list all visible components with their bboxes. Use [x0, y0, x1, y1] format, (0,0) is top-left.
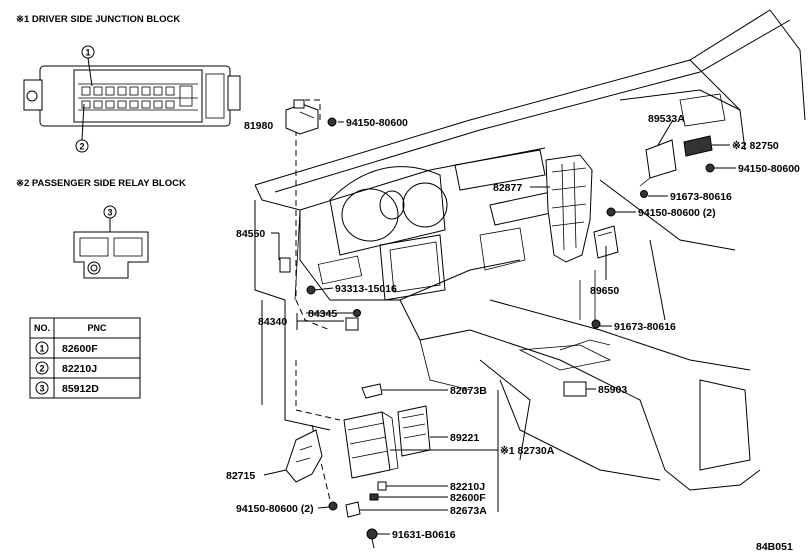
svg-text:3: 3 — [107, 208, 112, 218]
part-82877-drawing — [545, 154, 593, 263]
label-84345: 84345 — [308, 308, 337, 320]
part-89533a-drawing — [639, 139, 677, 187]
label-93313-15016: 93313-15016 — [335, 283, 397, 295]
label-91673-80616-a: 91673-80616 — [670, 191, 732, 203]
label-94150-80600-top: 94150-80600 — [346, 117, 408, 129]
label-82673a: 82673A — [450, 505, 487, 517]
driver-junction-block-title: ※1 DRIVER SIDE JUNCTION BLOCK — [16, 14, 180, 25]
label-82877: 82877 — [493, 182, 522, 194]
part-82210j-drawing — [377, 481, 387, 491]
part-89221-drawing — [397, 405, 431, 457]
part-81980-drawing — [285, 99, 319, 135]
label-91631-b0616: 91631-B0616 — [392, 529, 456, 541]
label-94150-80600-right: 94150-80600 — [738, 163, 800, 175]
label-91673-80616-b: 91673-80616 — [614, 321, 676, 333]
callout-circle-2: 2 — [75, 139, 89, 153]
label-89533a: 89533A — [648, 113, 685, 125]
svg-text:1: 1 — [85, 48, 90, 58]
part-84550-drawing — [279, 257, 291, 273]
clip-94150-80600-top — [327, 117, 337, 127]
pnc-row-no: 2 — [39, 364, 44, 374]
clip-94150-80600-2-right — [606, 207, 616, 217]
label-81980: 81980 — [244, 120, 273, 132]
label-85903: 85903 — [598, 384, 627, 396]
bolt-91673-80616-a — [640, 190, 648, 198]
part-82673b-drawing — [361, 383, 383, 399]
pnc-row-value: 82600F — [62, 343, 98, 355]
pnc-row-no: 3 — [39, 384, 44, 394]
callout-circle-3: 3 — [103, 205, 117, 219]
svg-text:2: 2 — [79, 142, 84, 152]
dashboard-drawing — [254, 9, 806, 491]
pnc-table-header-pnc: PNC — [87, 323, 107, 333]
part-82730a-drawing — [343, 411, 399, 479]
label-94150-80600-2-right: 94150-80600 (2) — [638, 207, 716, 219]
label-89650: 89650 — [590, 285, 619, 297]
part-85903-drawing — [563, 381, 587, 397]
label-82730a: ※1 82730A — [500, 445, 555, 457]
pnc-row-value: 85912D — [62, 383, 99, 395]
clip-94150-80600-right — [705, 163, 715, 173]
passenger-relay-block-drawing — [73, 218, 149, 279]
pnc-table: NO. PNC 1 82600F 2 82210J 3 85912D — [29, 317, 141, 399]
label-82210j: 82210J — [450, 481, 485, 493]
part-89650-drawing — [593, 225, 619, 259]
part-82750-drawing — [683, 135, 713, 157]
driver-junction-block-drawing — [23, 57, 241, 141]
bolt-91673-80616-b — [591, 319, 601, 329]
diagram-code: 84B051 — [756, 541, 793, 553]
part-82715-drawing — [285, 429, 323, 483]
passenger-relay-block-title: ※2 PASSENGER SIDE RELAY BLOCK — [16, 178, 186, 189]
callout-circle-1: 1 — [81, 45, 95, 59]
label-82673b: 82673B — [450, 385, 487, 397]
label-84340: 84340 — [258, 316, 287, 328]
label-89221: 89221 — [450, 432, 479, 444]
pnc-row-no: 1 — [39, 344, 44, 354]
part-82600f-drawing — [369, 493, 379, 501]
part-84345-drawing — [345, 309, 361, 331]
pnc-table-header-no: NO. — [34, 323, 50, 333]
part-82673a-drawing — [345, 501, 361, 518]
bolt-91631-b0616-drawing — [366, 528, 378, 549]
label-82600f: 82600F — [450, 492, 486, 504]
pnc-row-value: 82210J — [62, 363, 97, 375]
label-94150-80600-2-left: 94150-80600 (2) — [236, 503, 314, 515]
label-82750: ※2 82750 — [732, 140, 779, 152]
label-82715: 82715 — [226, 470, 255, 482]
clip-94150-80600-2-left — [328, 501, 338, 511]
part-93313-15016-drawing — [306, 285, 316, 295]
leader-lines — [263, 119, 736, 535]
label-84550: 84550 — [236, 228, 265, 240]
